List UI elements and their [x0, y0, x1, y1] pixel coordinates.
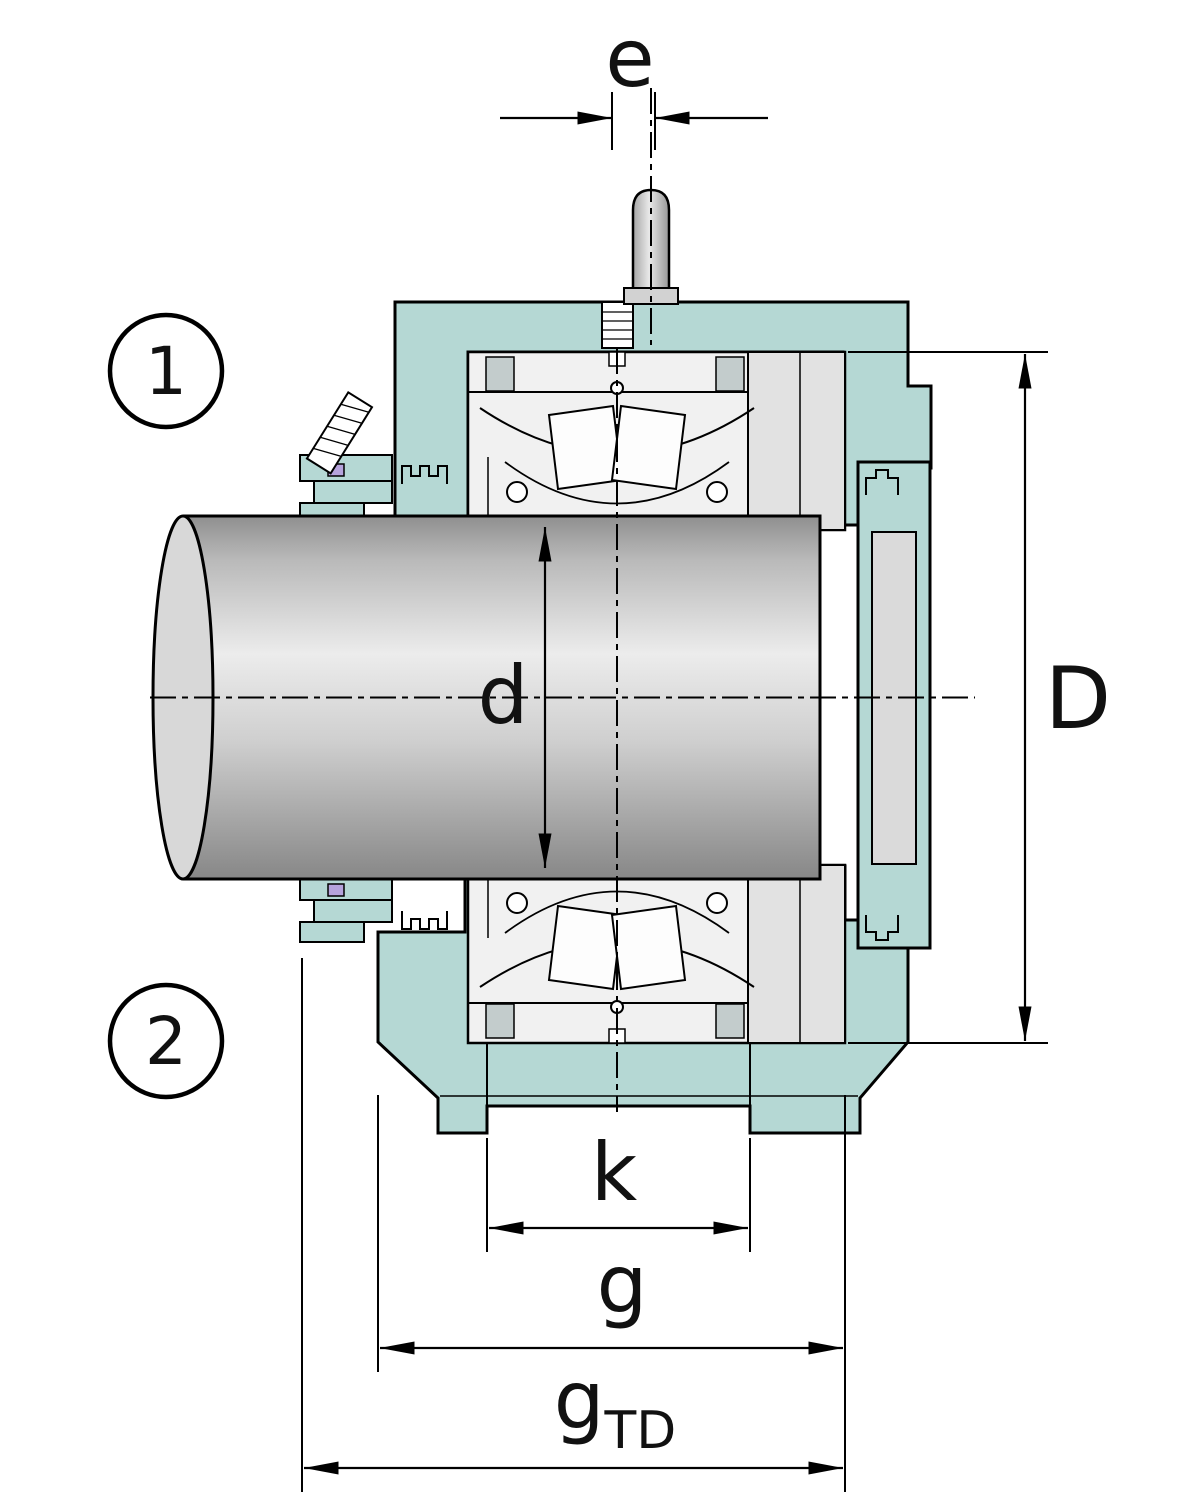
callout-number-1: 1 — [145, 333, 187, 410]
roller-left — [547, 404, 624, 491]
callout-2: 2 — [107, 982, 225, 1100]
dimension-D: D — [848, 351, 1111, 1044]
thread-plug — [601, 301, 634, 349]
callout-number-2: 2 — [145, 1003, 187, 1080]
bearing-lower-half — [466, 863, 847, 1045]
housing-side-cover — [856, 460, 932, 950]
locating-pin — [305, 390, 374, 475]
dim-label-e: e — [605, 12, 654, 105]
centerlines — [150, 88, 975, 1112]
roller-right — [610, 404, 687, 491]
bearing-upper-half — [466, 350, 847, 532]
dimension-k: k — [486, 1126, 751, 1252]
dim-label-D: D — [1045, 649, 1111, 749]
callout-circle — [107, 982, 225, 1100]
seal-ring-accent — [327, 883, 345, 897]
dim-label-k: k — [591, 1126, 638, 1219]
dim-label-g: g — [597, 1238, 648, 1331]
dim-label-d: d — [478, 649, 529, 742]
dimension-e: e — [500, 12, 768, 150]
dimension-g: g — [377, 1095, 846, 1492]
callout-circle — [107, 312, 225, 430]
dimension-gTD: gTD — [301, 958, 843, 1492]
dimension-d: d — [478, 527, 552, 868]
callout-1: 1 — [107, 312, 225, 430]
dim-label-gTD: gTD — [554, 1354, 677, 1461]
